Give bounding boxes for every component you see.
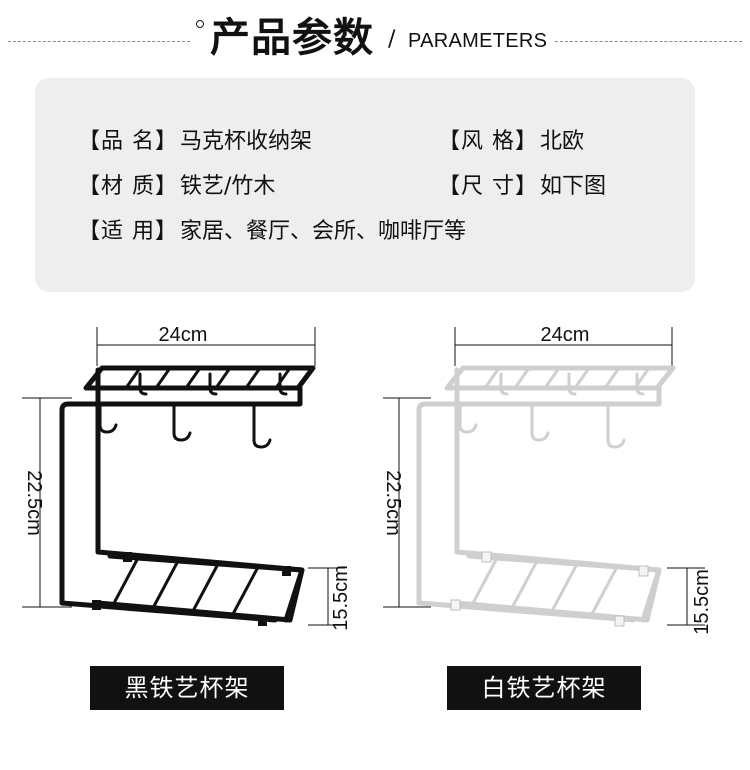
black-rack-dimension-lines — [22, 327, 345, 626]
white-rack-dimension-lines — [383, 327, 705, 626]
white-rack-drawing: 24cm 22.5cm 15.5cm — [382, 324, 713, 635]
page-title: 产品参数 — [210, 15, 374, 61]
param-key: 【材 质】 — [78, 174, 178, 199]
white-depth-label: 15.5cm — [691, 569, 713, 635]
white-rack-feet — [450, 551, 649, 627]
white-width-label: 24cm — [541, 324, 590, 346]
param-value: 北欧 — [540, 129, 585, 154]
param-material: 【材 质】铁艺/竹木 — [78, 172, 275, 202]
param-value: 马克杯收纳架 — [180, 129, 313, 154]
param-key: 【尺 寸】 — [438, 174, 538, 199]
param-value: 家居、餐厅、会所、咖啡厅等 — [180, 219, 467, 244]
black-depth-label: 15.5cm — [330, 565, 352, 631]
param-key: 【适 用】 — [78, 219, 178, 244]
black-rack-frame — [59, 365, 316, 623]
white-rack-label: 白铁艺杯架 — [447, 666, 641, 710]
white-height-label: 22.5cm — [382, 470, 404, 536]
black-width-label: 24cm — [159, 324, 208, 346]
param-value: 如下图 — [540, 174, 607, 199]
parameter-panel: 【品 名】马克杯收纳架 【风 格】北欧 【材 质】铁艺/竹木 【尺 寸】如下图 … — [35, 78, 695, 292]
param-usage: 【适 用】家居、餐厅、会所、咖啡厅等 — [78, 217, 466, 247]
header-divider-left — [8, 41, 190, 42]
white-rack-frame — [416, 365, 676, 623]
header-ring-icon — [196, 20, 204, 28]
black-rack-feet — [92, 552, 291, 626]
header-slash: / — [388, 27, 396, 52]
param-value: 铁艺/竹木 — [180, 174, 276, 199]
black-rack-drawing: 24cm 22.5cm 15.5cm — [22, 324, 352, 631]
param-size: 【尺 寸】如下图 — [438, 172, 606, 202]
param-style: 【风 格】北欧 — [438, 127, 584, 157]
param-key: 【风 格】 — [438, 129, 538, 154]
header-divider-right — [555, 41, 742, 42]
page-subtitle: PARAMETERS — [408, 30, 548, 52]
black-height-label: 22.5cm — [23, 470, 45, 536]
black-rack-label: 黑铁艺杯架 — [90, 666, 284, 710]
param-key: 【品 名】 — [78, 129, 178, 154]
param-name: 【品 名】马克杯收纳架 — [78, 127, 312, 157]
